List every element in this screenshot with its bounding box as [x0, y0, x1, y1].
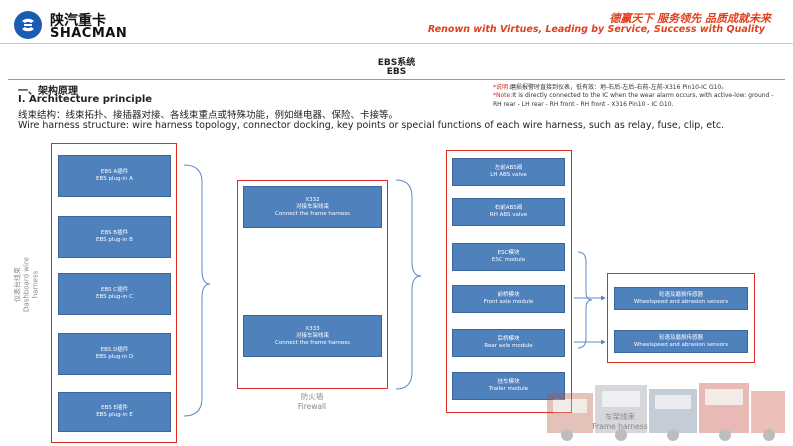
wheelspeed-sensor-2[interactable]: 轮速及磨损传感器 Wheelspeed and abrasion sensors: [614, 330, 748, 353]
ebs-plug-a[interactable]: EBS A插件 EBS plug-in A: [58, 155, 171, 197]
dashboard-harness-label: 仪表台线束 Dashboard wire harness: [14, 244, 41, 326]
dashboard-label-cn: 仪表台线束: [13, 267, 22, 302]
x332-en: Connect the frame harness: [275, 210, 350, 217]
plug-d-en: EBS plug-in D: [95, 354, 134, 360]
ebs-plug-c[interactable]: EBS C插件 EBS plug-in C: [58, 273, 171, 315]
wheelspeed-sensor-1[interactable]: 轮速及磨损传感器 Wheelspeed and abrasion sensors: [614, 287, 748, 310]
x332-cn: 对接车架线束: [295, 203, 329, 210]
rear-axle-module[interactable]: 后桥模块 Rear axle module: [452, 329, 565, 357]
sensor-brace: [577, 251, 593, 349]
note-text-en: It is directly connected to the IC when …: [493, 92, 774, 108]
firewall-label: 防火墙 Firewall: [270, 392, 354, 412]
plug-e-cn: EBS E插件: [101, 405, 128, 411]
dashboard-label-en: Dashboard wire harness: [22, 257, 40, 312]
dashboard-harness-frame: [51, 143, 177, 443]
trailer-cn: 挂车模块: [497, 379, 520, 385]
ebs-plug-e[interactable]: EBS E插件 EBS plug-in E: [58, 392, 171, 432]
rh-abs-valve[interactable]: 右前ABS阀 RH ABS valve: [452, 198, 565, 226]
plug-a-cn: EBS A插件: [100, 169, 129, 175]
front-axle-cn: 前桥模块: [497, 292, 520, 298]
title-divider: [8, 79, 785, 80]
firewall-label-en: Firewall: [297, 402, 327, 411]
slogan-cn: 德赢天下 服务领先 品质成就未来: [609, 12, 771, 25]
slogan-en: Renown with Virtues, Leading by Service,…: [427, 24, 765, 35]
plug-c-cn: EBS C插件: [100, 287, 129, 293]
lh-abs-en: LH ABS valve: [490, 172, 527, 178]
plug-c-en: EBS plug-in C: [96, 294, 133, 300]
x333-cn: 对接车架线束: [295, 332, 329, 339]
esc-en: ESC module: [491, 257, 526, 263]
header-divider: [0, 43, 793, 44]
sensor-2-en: Wheelspeed and abrasion sensors: [633, 341, 729, 348]
ebs-plug-b[interactable]: EBS B插件 EBS plug-in B: [58, 216, 171, 258]
sensors-frame: [607, 273, 755, 363]
x333-id: X333: [305, 325, 320, 332]
sensor-1-en: Wheelspeed and abrasion sensors: [633, 298, 729, 305]
esc-cn: ESC模块: [497, 250, 520, 256]
frame-harness-label: 车架线束 Frame harness: [578, 412, 662, 432]
trailer-en: Trailer module: [488, 386, 529, 392]
rh-abs-en: RH ABS valve: [489, 212, 528, 218]
rear-axle-en: Rear axle module: [484, 343, 533, 349]
note-label-cn: *说明:: [493, 84, 511, 91]
front-axle-en: Front axle module: [483, 299, 534, 305]
shacman-logo-icon: [14, 11, 42, 39]
firewall-frame: [237, 180, 388, 389]
section-heading-cn: 一、架构原理: [18, 86, 78, 97]
firewall-label-cn: 防火墙: [300, 392, 324, 401]
page-title-en: EBS: [386, 67, 407, 77]
section-description-cn: 线束结构：线束拓扑、接插器对接、各线束重点或特殊功能，例如继电器、保险、卡接等。: [18, 110, 399, 121]
plug-e-en: EBS plug-in E: [96, 412, 133, 418]
x332-id: X332: [305, 196, 320, 203]
section-description-en: Wire harness structure: wire harness top…: [18, 120, 725, 131]
firewall-brace: [395, 179, 422, 390]
frame-harness-frame: [446, 150, 572, 413]
plug-a-en: EBS plug-in A: [96, 176, 133, 182]
section-heading-en: I. Architecture principle: [18, 94, 153, 105]
wear-alarm-note: *说明:磨损报警时直接到仪表，低有效：地-右后-左后-右前-左前-X316 Pi…: [493, 84, 783, 109]
rear-axle-cn: 后桥模块: [497, 336, 520, 342]
sensor-1-cn: 轮速及磨损传感器: [658, 291, 703, 298]
sensor-2-cn: 轮速及磨损传感器: [658, 334, 703, 341]
frame-label-en: Frame harness: [592, 422, 648, 431]
arrow-head-1: [601, 295, 606, 301]
connector-x333[interactable]: X333 对接车架线束 Connect the frame harness: [243, 315, 382, 357]
rh-abs-cn: 右前ABS阀: [494, 205, 523, 211]
brand-name-en: SHACMAN: [50, 26, 128, 41]
plug-b-cn: EBS B插件: [100, 230, 129, 236]
trailer-module[interactable]: 挂车模块 Trailer module: [452, 372, 565, 400]
note-text-cn: 磨损报警时直接到仪表，低有效：地-右后-左后-右前-左前-X316 Pin10-…: [510, 84, 728, 91]
plug-b-en: EBS plug-in B: [96, 237, 133, 243]
esc-module[interactable]: ESC模块 ESC module: [452, 243, 565, 271]
page-title-cn: EBS系统: [377, 58, 416, 68]
frame-label-cn: 车架线束: [605, 412, 635, 421]
front-axle-module[interactable]: 前桥模块 Front axle module: [452, 285, 565, 313]
truck-background-image: [547, 383, 785, 441]
lh-abs-valve[interactable]: 左前ABS阀 LH ABS valve: [452, 158, 565, 186]
brand-name-cn: 陕汽重卡: [50, 13, 106, 29]
ebs-plug-d[interactable]: EBS D插件 EBS plug-in D: [58, 333, 171, 375]
note-label-en: *Note:: [493, 92, 513, 100]
connector-x332[interactable]: X332 对接车架线束 Connect the frame harness: [243, 186, 382, 228]
lh-abs-cn: 左前ABS阀: [494, 165, 523, 171]
dashboard-brace: [183, 164, 211, 417]
x333-en: Connect the frame harness: [275, 339, 350, 346]
arrow-head-2: [601, 339, 606, 345]
plug-d-cn: EBS D插件: [100, 347, 129, 353]
